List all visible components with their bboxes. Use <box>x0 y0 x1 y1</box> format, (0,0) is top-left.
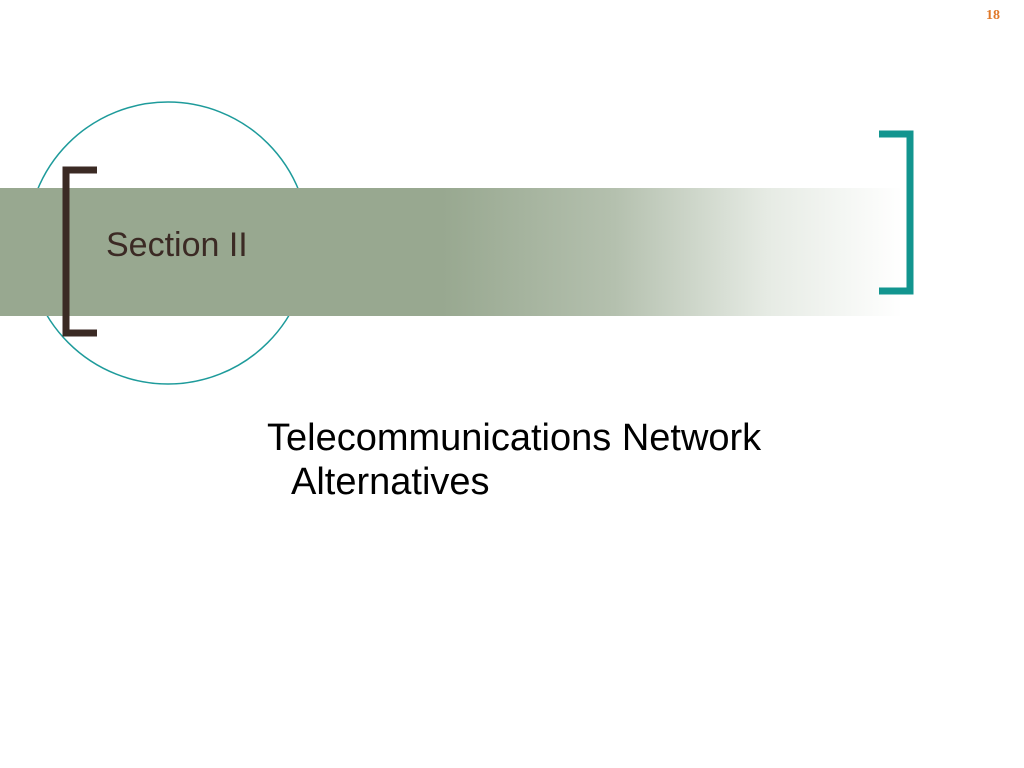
subtitle-line-2: Alternatives <box>291 461 490 503</box>
slide-title: Section II <box>106 226 248 264</box>
subtitle-line-1: Telecommunications Network <box>267 417 762 459</box>
right-bracket-shape <box>879 130 914 295</box>
left-bracket-shape <box>62 166 97 337</box>
title-band <box>0 188 960 316</box>
slide-subtitle: Telecommunications Network Alternatives <box>267 416 907 504</box>
page-number: 18 <box>986 8 1000 23</box>
